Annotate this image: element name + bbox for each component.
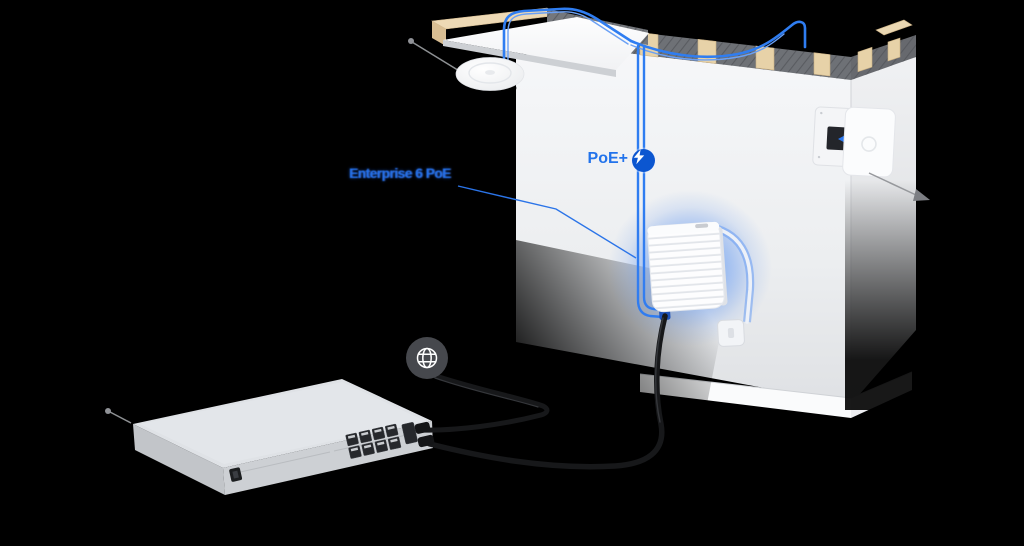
- cable-highlight-1: [655, 317, 664, 423]
- ceiling-slab-top: [443, 17, 649, 70]
- ceiling-access-point: [408, 38, 525, 94]
- cable-plug-1: [414, 421, 431, 434]
- ceiling-joist-end: [432, 21, 446, 46]
- cable-to-ceiling-ap: [502, 7, 633, 66]
- label-leader-line: [457, 185, 637, 259]
- rack-gateway: [105, 379, 433, 495]
- outdoor-ap-vent: [695, 223, 709, 229]
- in-wall-access-point: [812, 106, 930, 201]
- device-label: Enterprise 6 PoE: [349, 166, 451, 181]
- gateway-pointer-dot: [105, 408, 111, 414]
- cable-wall-top-run-2: [630, 33, 785, 61]
- black-cables: [414, 313, 668, 470]
- inwall-pointer-arrow: [913, 189, 930, 201]
- ceiling-ap-pointer-dot: [408, 38, 414, 44]
- power-outlet-slot: [727, 327, 735, 339]
- wall-side-shadow: [845, 180, 921, 410]
- gateway-left-face: [133, 424, 225, 495]
- gateway-display-screen: [232, 470, 239, 479]
- cable-plug-2: [417, 434, 435, 448]
- gateway-pointer-line: [109, 411, 132, 424]
- globe-icon: [416, 347, 438, 369]
- lightning-bolt-icon: [633, 149, 645, 165]
- ceiling-slab-edge: [443, 40, 616, 77]
- ceiling-ap-ring: [468, 62, 512, 84]
- outdoor-ap-body: [647, 221, 725, 313]
- gateway-top-sheen: [140, 382, 425, 464]
- ceiling-ap-pointer-line: [411, 41, 462, 73]
- inwall-socket-opening: [826, 126, 847, 151]
- cable-highlight-2: [434, 377, 539, 408]
- gateway-front-face: [223, 421, 433, 495]
- inwall-pointer-line: [868, 172, 917, 196]
- gateway-groove-1: [235, 451, 331, 474]
- cable-to-ceiling-ap-2: [507, 11, 629, 65]
- cable-wall-top-run: [629, 20, 807, 59]
- cable-device-to-gateway: [421, 313, 668, 470]
- inwall-logo: [861, 136, 877, 152]
- poe-badge: [632, 149, 655, 172]
- cable-gateway-to-internet: [418, 371, 550, 433]
- ceiling-ap-center: [485, 70, 495, 75]
- poe-plus-label: PoE+: [587, 150, 628, 167]
- globe-badge-circle: [406, 337, 448, 379]
- inwall-faceplate: [842, 106, 896, 178]
- internet-globe-badge: [406, 337, 448, 379]
- top-plate-wood: [875, 19, 913, 36]
- ethernet-ports: [345, 422, 418, 459]
- outdoor-access-point: [608, 190, 772, 347]
